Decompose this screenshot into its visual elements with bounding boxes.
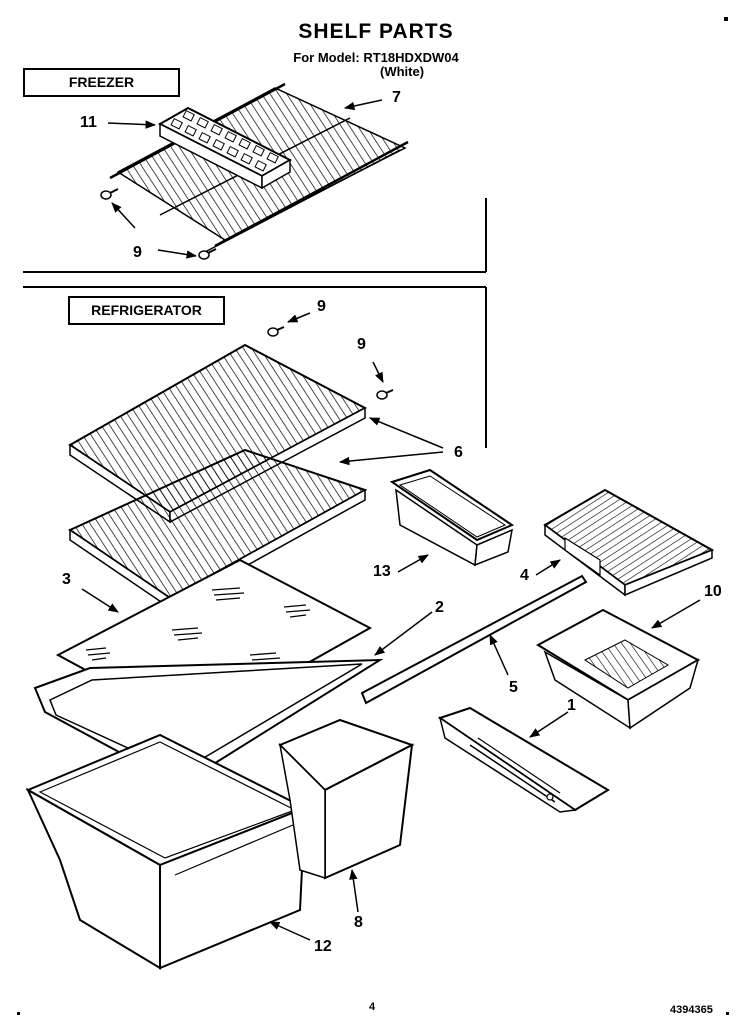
small-wire-shelf	[543, 488, 715, 597]
callout-11: 11	[80, 114, 97, 131]
page-number: 4	[369, 1001, 376, 1013]
callout-9-upper: 9	[317, 298, 326, 315]
meat-pan	[535, 608, 701, 730]
registration-marks	[17, 17, 729, 1015]
callout-3: 3	[62, 571, 71, 588]
refrigerator-shelf-pegs	[267, 326, 394, 400]
crisper-drawer-left	[25, 733, 308, 970]
control-cover	[437, 706, 610, 813]
leader-lines	[81, 99, 701, 941]
model-line: For Model: RT18HDXDW04	[293, 50, 459, 65]
callout-9-lower: 9	[357, 336, 366, 353]
callout-6: 6	[454, 444, 463, 461]
refrigerator-section-label: REFRIGERATOR	[68, 296, 225, 325]
door-bin	[389, 468, 515, 567]
callout-1: 1	[567, 697, 576, 714]
callout-2: 2	[435, 599, 444, 616]
document-number: 4394365	[670, 1004, 713, 1016]
freezer-shelf-pegs	[100, 188, 217, 260]
diagram-title: SHELF PARTS	[298, 20, 454, 43]
callout-10: 10	[704, 583, 722, 600]
freezer-section-label: FREEZER	[23, 68, 180, 97]
freezer-section-frame	[23, 198, 487, 273]
refrigerator-section-frame	[23, 286, 487, 448]
ice-cube-tray	[157, 106, 293, 190]
callout-12: 12	[314, 938, 332, 955]
callout-5: 5	[509, 679, 518, 696]
callout-8: 8	[354, 914, 363, 931]
callout-7: 7	[392, 89, 401, 106]
callout-9-freezer: 9	[133, 244, 142, 261]
variant-label: (White)	[380, 64, 425, 79]
crisper-cover-frame	[33, 658, 384, 795]
callout-13: 13	[373, 563, 391, 580]
callout-4: 4	[520, 567, 529, 584]
shelf-trim-strip	[360, 574, 588, 705]
crisper-drawer-right	[278, 718, 415, 880]
